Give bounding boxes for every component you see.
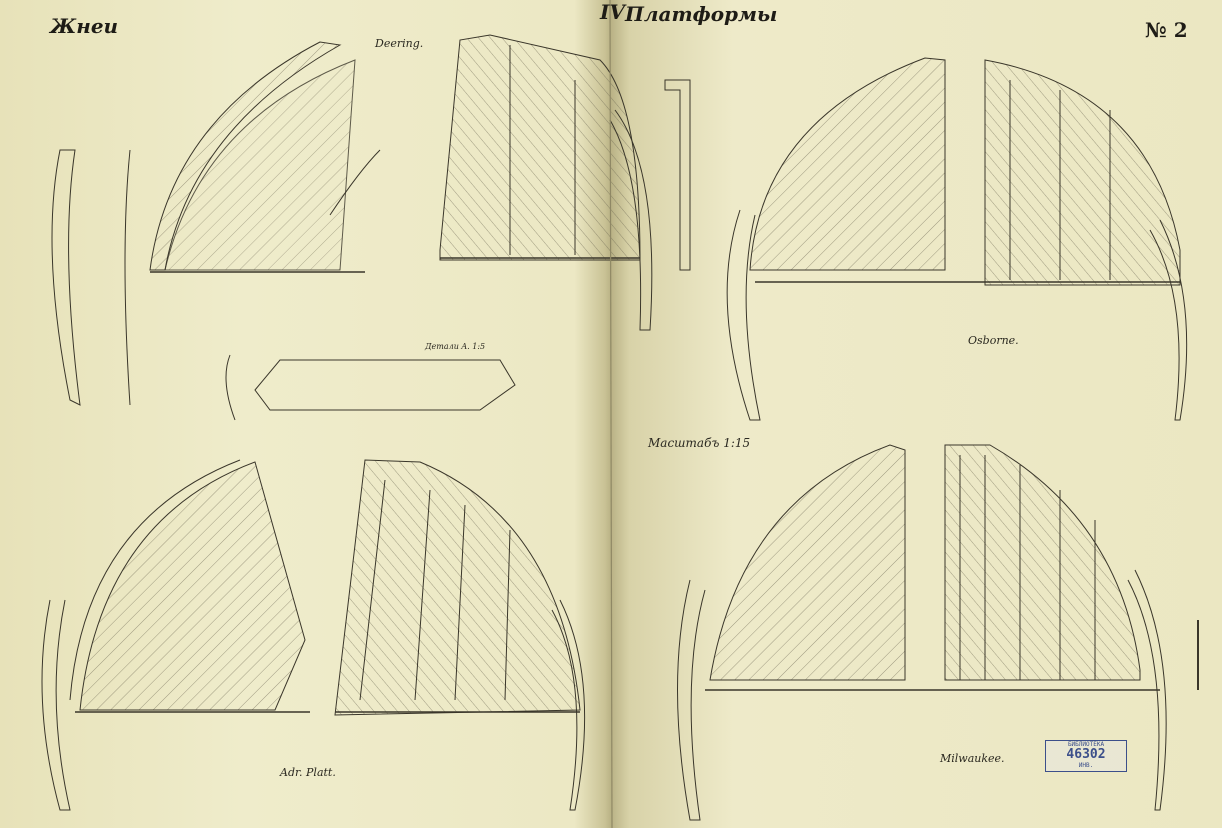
osborne-drawing	[664, 57, 1188, 421]
caption-detail-a: Детали A. 1:5	[425, 342, 486, 351]
caption-scale: Масштабъ 1:15	[648, 436, 751, 450]
stamp-top-text: БИБЛИОТЕКА	[1067, 741, 1105, 748]
stamp-bottom-text: ИНВ.	[1078, 762, 1094, 769]
stamp-number: 46302	[1066, 747, 1106, 762]
caption-osborne: Osborne.	[968, 334, 1019, 347]
adr-platt-drawing	[41, 459, 586, 811]
library-stamp: БИБЛИОТЕКА 46302 ИНВ.	[1045, 740, 1127, 772]
center-page-title: Платформы	[625, 2, 778, 26]
deering-drawing	[51, 34, 653, 421]
caption-deering: Deering.	[375, 37, 424, 50]
caption-adr-platt: Adr. Platt.	[280, 766, 336, 779]
roman-numeral: IV	[600, 0, 625, 24]
milwaukee-drawing	[677, 444, 1199, 821]
sheet-number: № 2	[1145, 18, 1188, 42]
left-page-title: Жнеи	[50, 14, 119, 38]
caption-milwaukee: Milwaukee.	[940, 752, 1005, 765]
